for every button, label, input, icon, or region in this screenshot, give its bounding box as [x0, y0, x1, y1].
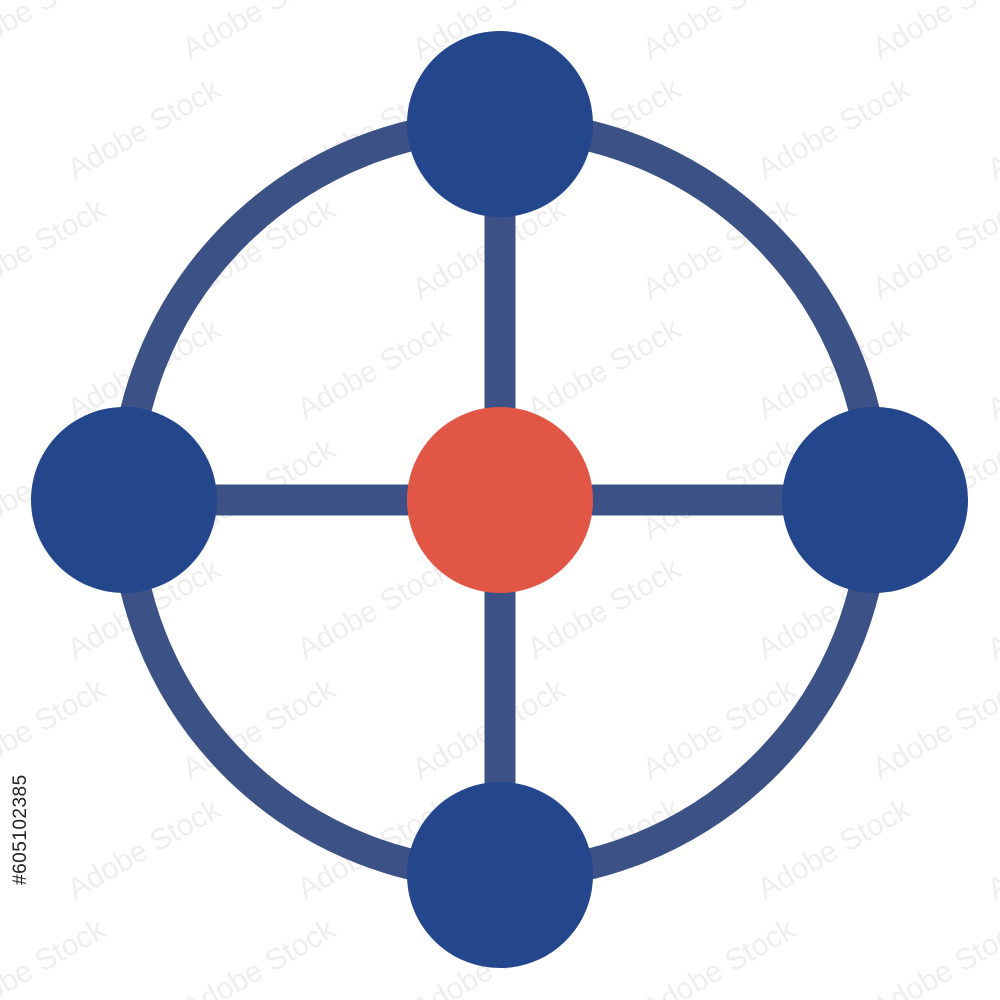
watermark-text: Adobe Stock: [0, 912, 112, 1000]
watermark-text: Adobe Stock: [867, 192, 1000, 306]
node-right: [782, 407, 968, 593]
watermark-text: Adobe Stock: [867, 672, 1000, 786]
node-left: [31, 407, 217, 593]
node-top: [407, 31, 593, 217]
watermark-text: Adobe Stock: [982, 72, 1000, 186]
watermark-text: Adobe Stock: [0, 0, 112, 66]
node-center: [407, 407, 593, 593]
watermark-text: Adobe Stock: [752, 72, 917, 186]
watermark-text: Adobe Stock: [982, 552, 1000, 666]
watermark-text: Adobe Stock: [292, 312, 457, 426]
watermark-text: Adobe Stock: [177, 912, 342, 1000]
watermark-text: Adobe Stock: [177, 0, 342, 66]
watermark-text: Adobe Stock: [752, 792, 917, 906]
watermark-text: Adobe Stock: [522, 312, 687, 426]
watermark-text: Adobe Stock: [982, 792, 1000, 906]
watermark-text: Adobe Stock: [0, 672, 112, 786]
watermark-text: Adobe Stock: [62, 792, 227, 906]
watermark-text: Adobe Stock: [637, 0, 802, 66]
watermark-text: Adobe Stock: [867, 912, 1000, 1000]
watermark-text: Adobe Stock: [867, 0, 1000, 66]
watermark-text: Adobe Stock: [982, 312, 1000, 426]
watermark-text: Adobe Stock: [637, 912, 802, 1000]
watermark-text: Adobe Stock: [0, 192, 112, 306]
node-bottom: [407, 782, 593, 968]
stock-id-label: #605102385: [10, 774, 31, 885]
watermark-text: Adobe Stock: [292, 552, 457, 666]
watermark-text: Adobe Stock: [62, 72, 227, 186]
